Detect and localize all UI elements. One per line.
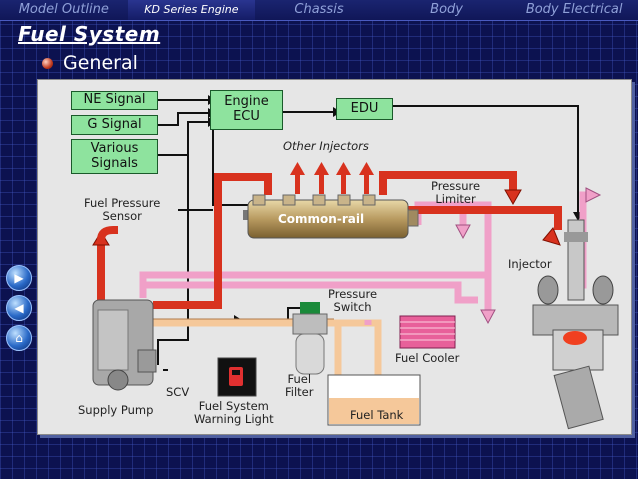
supply-pump-shape (92, 299, 157, 391)
other-injector-arrows (290, 162, 374, 194)
g-signal-box: G Signal (71, 115, 158, 135)
top-navigation: Model Outline KD Series Engine Chassis B… (0, 0, 638, 21)
various-signals-box: Various Signals (71, 139, 158, 174)
diagram-graphics (92, 95, 619, 430)
ne-signal-box: NE Signal (71, 91, 158, 110)
fuel-tank-label: Fuel Tank (350, 408, 404, 422)
bullet-text: General (63, 52, 138, 74)
tab-body[interactable]: Body (430, 2, 463, 17)
supply-pump-label: Supply Pump (78, 403, 154, 417)
fuel-system-diagram: NE Signal G Signal Various Signals Engin… (37, 79, 632, 435)
next-button[interactable]: ▶ (6, 265, 32, 291)
arrow-right-icon: ▶ (14, 271, 24, 285)
tab-chassis[interactable]: Chassis (294, 2, 344, 17)
page-title: Fuel System (18, 22, 161, 46)
injector-engine-shape (532, 219, 619, 430)
bullet-icon (42, 57, 53, 69)
low-pressure-lines (148, 319, 382, 400)
bullet-item: General (42, 52, 138, 74)
engine-ecu-box: Engine ECU (210, 90, 283, 130)
pressure-limiter-label: Pressure Limiter (431, 179, 481, 206)
home-icon: ⌂ (15, 331, 23, 345)
fuel-cooler-label: Fuel Cooler (395, 351, 460, 365)
common-rail-label: Common-rail (278, 212, 365, 226)
tab-model-outline[interactable]: Model Outline (18, 2, 109, 17)
scv-label: SCV (166, 385, 190, 399)
injector-label: Injector (508, 257, 552, 271)
tab-kd-series-engine[interactable]: KD Series Engine (127, 0, 256, 20)
other-injectors-label: Other Injectors (283, 139, 369, 153)
arrow-left-icon: ◀ (14, 301, 24, 315)
previous-button[interactable]: ◀ (6, 295, 32, 321)
fuel-pressure-sensor-label: Fuel Pressure Sensor (84, 196, 161, 223)
home-button[interactable]: ⌂ (6, 325, 32, 351)
fuel-cooler-shape (399, 315, 456, 349)
fuel-filter-label: Fuel Filter (285, 372, 314, 399)
edu-box: EDU (336, 98, 393, 120)
pressure-switch-label: Pressure Switch (328, 287, 378, 314)
tab-body-electrical[interactable]: Body Electrical (525, 2, 623, 17)
signal-wires (157, 99, 579, 371)
common-rail-body (243, 194, 419, 239)
warning-light-label: Fuel System Warning Light (194, 399, 274, 426)
fuel-filter-shape (292, 302, 328, 375)
high-pressure-lines (97, 171, 562, 309)
